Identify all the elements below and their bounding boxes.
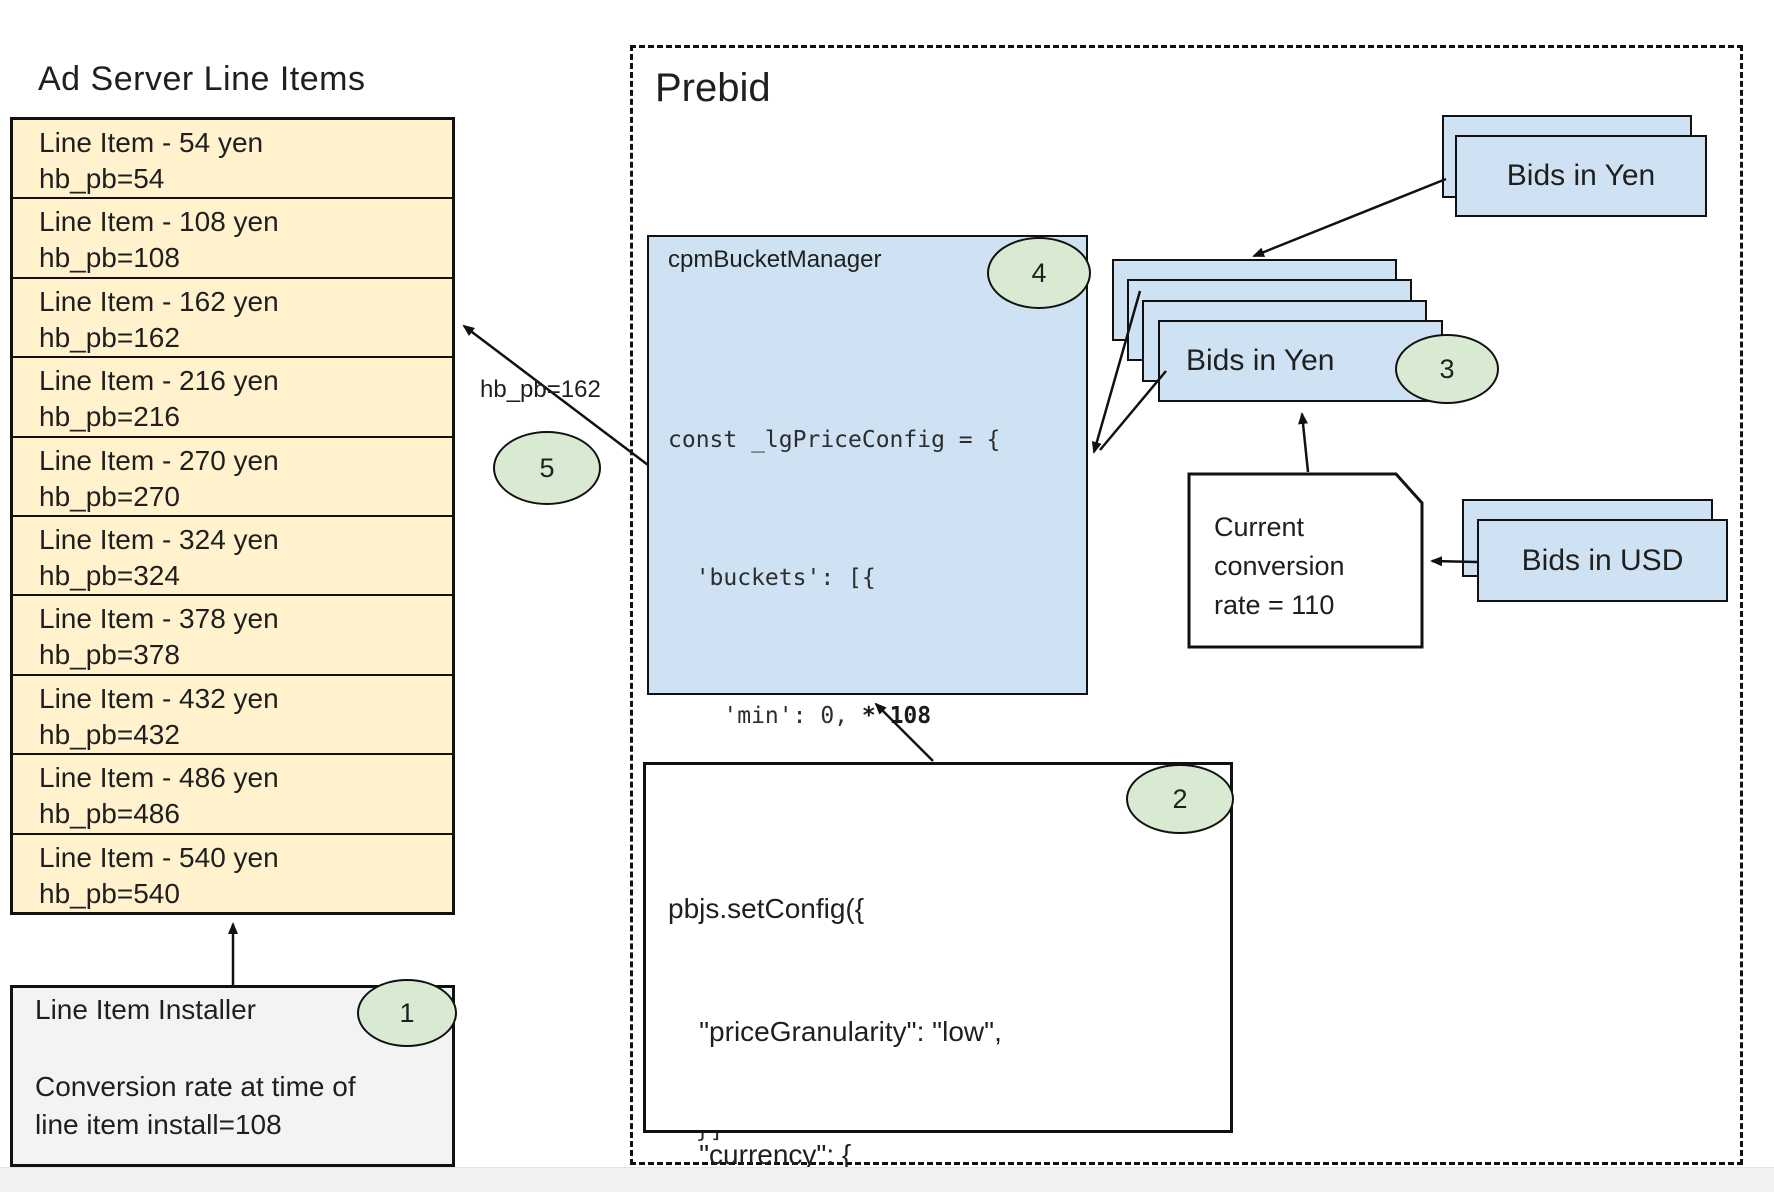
line-item-title: Line Item - 216 yen (39, 365, 279, 397)
ad-server-title: Ad Server Line Items (38, 60, 366, 98)
set-config-code: pbjs.setConfig({ "priceGranularity": "lo… (668, 806, 1080, 1192)
line-item-key: hb_pb=54 (39, 163, 165, 194)
code-line: 'buckets': [{ (668, 565, 876, 591)
line-item-title: Line Item - 54 yen (39, 127, 264, 158)
line-item-title: Line Item - 162 yen (39, 285, 279, 317)
line-items-table: Line Item - 54 yen hb_pb=54 Line Item - 1… (10, 117, 455, 915)
badge-3: 3 (1395, 334, 1499, 404)
line-item-title: Line Item - 432 yen (39, 682, 279, 714)
bids-yen-stack-front-card: Bids in Yen (1158, 320, 1443, 402)
cpm-bucket-manager-box (647, 235, 1088, 695)
line-item-title: Line Item - 486 yen (39, 762, 279, 794)
line-item-key: hb_pb=162 (39, 321, 180, 353)
line-item-title: Line Item - 540 yen (39, 841, 279, 873)
hb-pb-arrow-label: hb_pb=162 (480, 376, 601, 403)
line-item-row: Line Item - 324 yen hb_pb=324 (13, 515, 452, 594)
line-item-row: Line Item - 216 yen hb_pb=216 (13, 356, 452, 435)
line-item-title: Line Item - 378 yen (39, 603, 279, 635)
code-line: pbjs.setConfig({ (668, 893, 865, 924)
conversion-note-text: Current conversion rate = 110 (1214, 512, 1345, 620)
bids-usd-front-card: Bids in USD (1477, 519, 1728, 602)
bids-yen-top-front-card: Bids in Yen (1455, 135, 1707, 217)
line-item-key: hb_pb=108 (39, 242, 180, 274)
line-item-row: Line Item - 540 yen hb_pb=540 (13, 832, 452, 912)
cpm-bucket-manager-label: cpmBucketManager (668, 246, 882, 273)
badge-5: 5 (493, 431, 601, 505)
code-line: const _lgPriceConfig = { (668, 427, 1001, 453)
badge-2: 2 (1126, 764, 1234, 834)
code-line: "currency": { (668, 1139, 852, 1170)
badge-4: 4 (987, 237, 1091, 309)
line-item-row: Line Item - 54 yen hb_pb=54 (13, 120, 452, 197)
line-item-row: Line Item - 378 yen hb_pb=378 (13, 594, 452, 673)
line-item-row: Line Item - 432 yen hb_pb=432 (13, 673, 452, 753)
bids-yen-stack-label: Bids in Yen (1186, 344, 1335, 377)
conversion-note-shape (1187, 472, 1424, 649)
line-item-key: hb_pb=324 (39, 560, 180, 592)
footer-strip (0, 1167, 1774, 1192)
line-item-key: hb_pb=378 (39, 639, 180, 671)
set-config-box (643, 762, 1233, 1133)
prebid-frame (630, 45, 1743, 1165)
code-line: 'min': 0, * 108 (668, 703, 932, 729)
line-item-title: Line Item - 108 yen (39, 206, 279, 238)
line-item-key: hb_pb=270 (39, 480, 180, 512)
line-item-key: hb_pb=216 (39, 401, 180, 433)
prebid-title: Prebid (655, 66, 771, 110)
line-item-row: Line Item - 270 yen hb_pb=270 (13, 435, 452, 515)
bids-yen-top-label: Bids in Yen (1506, 159, 1656, 192)
line-item-row: Line Item - 486 yen hb_pb=486 (13, 753, 452, 832)
installer-note: Conversion rate at time of line item ins… (35, 1071, 356, 1140)
bids-usd-label: Bids in USD (1521, 543, 1684, 577)
code-line: "priceGranularity": "low", (668, 1016, 1002, 1047)
installer-title: Line Item Installer (35, 994, 256, 1025)
line-item-key: hb_pb=540 (39, 877, 180, 909)
badge-1: 1 (357, 979, 457, 1047)
line-item-key: hb_pb=486 (39, 798, 180, 830)
line-item-row: Line Item - 162 yen hb_pb=162 (13, 276, 452, 356)
line-item-title: Line Item - 324 yen (39, 524, 279, 556)
line-item-key: hb_pb=432 (39, 718, 180, 750)
line-item-row: Line Item - 108 yen hb_pb=108 (13, 197, 452, 276)
line-item-title: Line Item - 270 yen (39, 444, 279, 476)
